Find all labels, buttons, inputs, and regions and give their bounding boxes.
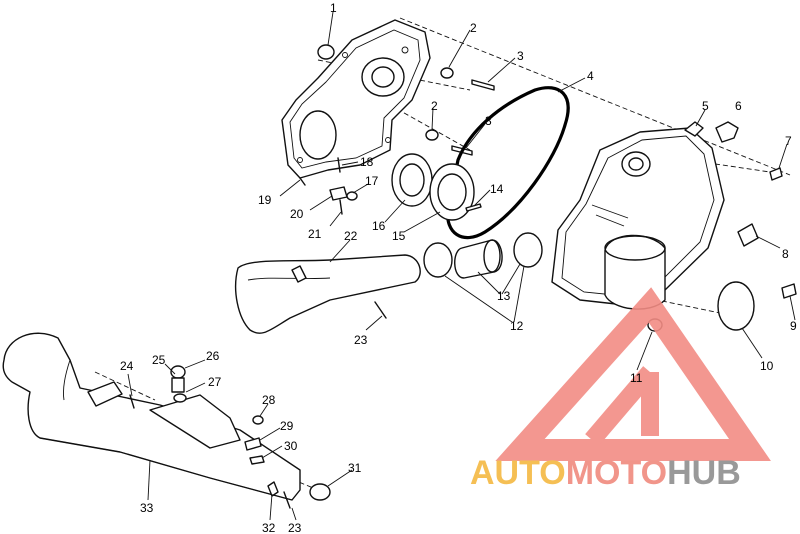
hose-clamps <box>423 232 543 278</box>
callout-6: 6 <box>735 99 742 113</box>
callout-3: 3 <box>517 49 524 63</box>
callout-31: 31 <box>348 461 362 475</box>
duct-coupling <box>454 239 503 279</box>
watermark-triangle <box>495 287 771 461</box>
leader-lines <box>127 11 796 521</box>
intake-duct <box>235 254 421 334</box>
callout-8: 8 <box>782 247 789 261</box>
seal-large <box>429 163 475 221</box>
callout-32: 32 <box>262 521 276 534</box>
callout-3b: 3 <box>485 114 492 128</box>
callout-5: 5 <box>702 99 709 113</box>
callout-2: 2 <box>470 21 477 35</box>
callout-22: 22 <box>344 229 358 243</box>
callout-14: 14 <box>490 182 504 196</box>
callout-24: 24 <box>120 359 134 373</box>
callout-13: 13 <box>497 289 511 303</box>
watermark-text-moto: MOTO <box>566 454 667 492</box>
callout-33: 33 <box>140 501 154 515</box>
callout-25: 25 <box>152 353 166 367</box>
callout-labels: 1 2 3 4 2 3 5 6 7 18 17 14 19 20 21 16 1… <box>120 1 797 534</box>
callout-12: 12 <box>510 319 524 333</box>
drain-hardware <box>170 365 331 509</box>
callout-11: 11 <box>630 371 643 385</box>
callout-7: 7 <box>785 134 792 148</box>
callout-26: 26 <box>206 349 220 363</box>
outlet-duct <box>2 332 301 501</box>
callout-15: 15 <box>392 229 406 243</box>
callout-10: 10 <box>760 359 774 373</box>
svg-text:AUTOMOTOHUB: AUTOMOTOHUB <box>470 454 741 492</box>
washers-and-bolts <box>425 67 495 156</box>
callout-27: 27 <box>208 375 222 389</box>
callout-21: 21 <box>308 227 322 241</box>
callout-30: 30 <box>284 439 298 453</box>
callout-29: 29 <box>280 419 294 433</box>
callout-23: 23 <box>354 333 368 347</box>
grommet <box>317 44 335 60</box>
callout-28: 28 <box>262 393 276 407</box>
watermark-text-hub: HUB <box>667 454 741 492</box>
callout-1: 1 <box>330 1 337 15</box>
callout-4: 4 <box>587 69 594 83</box>
inner-cover <box>281 19 431 186</box>
callout-9: 9 <box>790 319 797 333</box>
drive-belt <box>446 86 570 240</box>
small-fasteners <box>329 157 482 215</box>
seal <box>391 153 433 207</box>
outer-clutch-cover <box>551 121 725 310</box>
callout-19: 19 <box>258 193 272 207</box>
cover-hardware <box>647 121 797 332</box>
callout-18: 18 <box>360 155 374 169</box>
callout-20: 20 <box>290 207 304 221</box>
callout-2b: 2 <box>431 99 438 113</box>
callout-23b: 23 <box>288 521 302 534</box>
callout-16: 16 <box>372 219 386 233</box>
callout-17: 17 <box>365 174 379 188</box>
watermark-text-auto: AUTO <box>470 454 566 492</box>
watermark-logo: AUTOMOTOHUB <box>470 287 771 492</box>
